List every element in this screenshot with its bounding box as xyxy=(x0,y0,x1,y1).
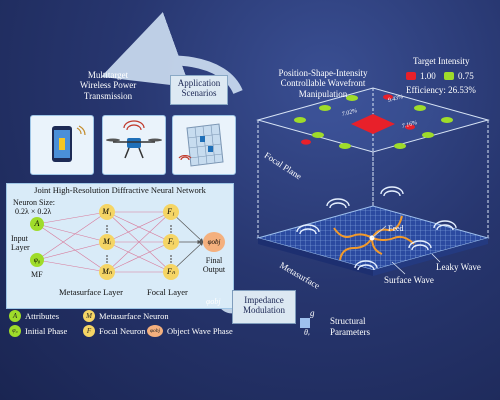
legend-green-value: 0.75 xyxy=(458,71,474,81)
efficiency-label: Efficiency: 26.53% xyxy=(406,85,476,95)
application-scenarios-box: Application Scenarios xyxy=(170,75,228,105)
neuron-size-value: 0.2λ × 0.2λ xyxy=(15,207,52,216)
wpt-line3: Transmission xyxy=(83,90,133,101)
legend-green-swatch xyxy=(444,72,454,80)
unit-cell-icon xyxy=(300,318,310,328)
node-f1: F₁ xyxy=(163,204,179,220)
dnn-connections xyxy=(36,211,204,273)
building-icon xyxy=(178,123,224,167)
focal-dots xyxy=(294,94,453,149)
drone-icon xyxy=(106,120,162,159)
wpt-title: Multitarget Wireless Power Transmission xyxy=(58,70,158,101)
node-mn: Mₙ xyxy=(99,264,115,280)
target-intensity-title: Target Intensity xyxy=(413,56,470,66)
legend-meta-label: Metasurface Neuron xyxy=(99,311,169,321)
node-mi: Mᵢ xyxy=(99,234,115,250)
impedance-line2: Modulation xyxy=(243,305,285,316)
app-line2: Scenarios xyxy=(181,88,217,99)
struct-line2: Parameters xyxy=(330,327,370,337)
legend-focal-label: Focal Neuron xyxy=(99,326,146,336)
dnn-panel: Joint High-Resolution Diffractive Neural… xyxy=(6,183,234,309)
struct-theta: θᵥ xyxy=(304,328,311,337)
tile-drone xyxy=(102,115,166,175)
input-layer-label-1: Input xyxy=(11,234,28,243)
legend-attr-label: Attributes xyxy=(25,311,59,321)
final-output-label-1: Final xyxy=(205,256,223,265)
wpt-line2: Wireless Power xyxy=(79,80,137,91)
struct-line1: Structural xyxy=(330,316,366,326)
impedance-modulation-box: Impedance Modulation xyxy=(232,290,296,324)
legend-meta-symbol: M xyxy=(83,310,95,322)
legend-init-symbol: φ₀ xyxy=(9,325,21,337)
app-line1: Application xyxy=(177,78,221,88)
impedance-line1: Impedance xyxy=(244,295,284,305)
neuron-size-label: Neuron Size: xyxy=(13,198,55,207)
wavefront-line1: Position-Shape-Intensity xyxy=(278,68,368,78)
legend-obj-symbol: φobj xyxy=(147,325,163,337)
legend-focal-symbol: F xyxy=(83,325,95,337)
wavefront-line2: Controllable Wavefront xyxy=(280,78,366,89)
metasurface-layer-label: Metasurface Layer xyxy=(59,287,123,297)
node-fi: Fᵢ xyxy=(163,234,179,250)
surface-wave-label: Surface Wave xyxy=(384,275,434,285)
impedance-phi-label: φobj xyxy=(206,297,221,306)
legend-red-value: 1.00 xyxy=(420,71,436,81)
node-m1: M₁ xyxy=(99,204,115,220)
legend-init-label: Initial Phase xyxy=(25,326,68,336)
node-fn: Fₙ xyxy=(163,264,179,280)
node-object-phase: φobj xyxy=(203,232,225,252)
wavefront-title: Position-Shape-Intensity Controllable Wa… xyxy=(258,68,388,99)
surface-wave-paths xyxy=(333,215,415,261)
input-layer-label-2: Layer xyxy=(11,243,30,252)
node-attribute-a: A xyxy=(30,217,44,231)
wpt-line1: Multitarget xyxy=(87,70,129,80)
dnn-title: Joint High-Resolution Diffractive Neural… xyxy=(34,185,206,195)
focal-target-square xyxy=(351,114,395,134)
struct-g: g xyxy=(310,308,315,318)
node-legend: A Attributes M Metasurface Neuron φ₀ Ini… xyxy=(7,308,233,338)
phone-icon xyxy=(52,125,86,162)
focal-layer-label: Focal Layer xyxy=(147,287,188,297)
tile-building xyxy=(172,115,236,175)
tile-phone xyxy=(30,115,94,175)
legend-red-swatch xyxy=(406,72,416,80)
legend-obj-label: Object Wave Phase xyxy=(167,326,233,336)
legend-attr-symbol: A xyxy=(9,310,21,322)
scenario-arrow xyxy=(101,12,243,95)
mf-label: MF xyxy=(31,270,43,279)
wavefront-line3: Manipulation xyxy=(298,88,348,99)
feed-label: Feed xyxy=(388,224,404,233)
node-phi0: φ₀ xyxy=(30,253,44,267)
final-output-label-2: Output xyxy=(202,265,226,274)
leaky-wave-label: Leaky Wave xyxy=(436,262,481,272)
leaky-wave-arcs xyxy=(296,186,457,271)
